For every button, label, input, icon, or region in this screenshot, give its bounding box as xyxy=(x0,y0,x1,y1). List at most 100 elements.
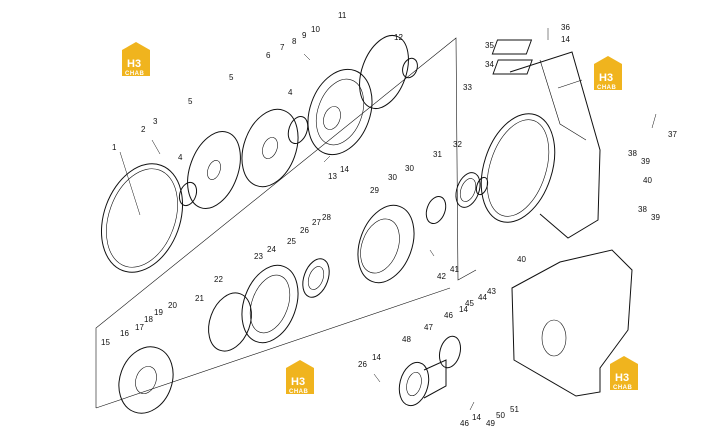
part-34-plate xyxy=(492,59,533,75)
rear-housing xyxy=(511,249,633,397)
callout-11: 11 xyxy=(338,11,347,20)
callout-38b: 38 xyxy=(638,205,647,214)
callout-41: 41 xyxy=(450,265,459,274)
part-32-ring xyxy=(475,176,489,196)
callout-5a: 5 xyxy=(188,97,193,106)
callout-28: 28 xyxy=(322,213,331,222)
callout-15: 15 xyxy=(101,338,110,347)
callout-12: 12 xyxy=(394,33,403,42)
part-35-plate xyxy=(491,39,533,55)
callout-9: 9 xyxy=(302,31,307,40)
callout-33: 33 xyxy=(463,83,472,92)
part-23-turbine xyxy=(241,264,299,344)
callout-14a: 14 xyxy=(340,165,349,174)
svg-text:CHAB: CHAB xyxy=(597,85,616,91)
callout-8: 8 xyxy=(292,37,297,46)
part-29-pump xyxy=(357,204,415,284)
callout-4b: 4 xyxy=(288,88,293,97)
callout-20: 20 xyxy=(168,301,177,310)
callout-38a: 38 xyxy=(628,149,637,158)
part-4-hub xyxy=(178,115,309,207)
part-33-housing xyxy=(480,51,601,239)
callout-6: 6 xyxy=(266,51,271,60)
callout-5b: 5 xyxy=(229,73,234,82)
callout-50: 50 xyxy=(496,411,505,420)
callout-39a: 39 xyxy=(641,157,650,166)
callout-44: 44 xyxy=(478,293,487,302)
svg-text:CHAB: CHAB xyxy=(613,385,632,391)
callout-21: 21 xyxy=(195,294,204,303)
callout-32: 32 xyxy=(453,140,462,149)
callout-47: 47 xyxy=(424,323,433,332)
callout-39b: 39 xyxy=(651,213,660,222)
brand-logo-bottom-left: H3 CHAB xyxy=(286,360,314,395)
callout-31: 31 xyxy=(433,150,442,159)
rear-bore xyxy=(541,319,567,357)
callout-10: 10 xyxy=(311,25,320,34)
brand-logo-top-left: H3 CHAB xyxy=(122,42,150,77)
assembly-frame xyxy=(95,37,477,408)
callout-1: 1 xyxy=(112,143,117,152)
frame-link xyxy=(95,287,451,409)
callout-4a: 4 xyxy=(178,153,183,162)
callout-14b: 14 xyxy=(561,35,570,44)
part-48-shaft xyxy=(398,359,447,407)
callout-labels: 1 2 3 4 4 5 5 6 7 8 9 10 11 12 13 14 14 … xyxy=(101,11,677,428)
callout-14e: 14 xyxy=(472,413,481,422)
part-10-disc xyxy=(307,68,373,156)
callout-26a: 26 xyxy=(300,226,309,235)
callout-14c: 14 xyxy=(459,305,468,314)
callout-46b: 46 xyxy=(460,419,469,428)
callout-29: 29 xyxy=(370,186,379,195)
part-11-oring xyxy=(359,35,409,109)
callout-7: 7 xyxy=(280,43,285,52)
svg-text:H3: H3 xyxy=(127,58,141,70)
part-22-disc xyxy=(208,292,252,352)
svg-text:CHAB: CHAB xyxy=(289,389,308,395)
callout-40b: 40 xyxy=(517,255,526,264)
callout-23: 23 xyxy=(254,252,263,261)
svg-text:H3: H3 xyxy=(615,372,629,384)
callout-13: 13 xyxy=(328,172,337,181)
callout-46a: 46 xyxy=(444,311,453,320)
svg-text:H3: H3 xyxy=(291,376,305,388)
callout-17: 17 xyxy=(135,323,144,332)
callout-42: 42 xyxy=(437,272,446,281)
callout-18: 18 xyxy=(144,315,153,324)
callout-45: 45 xyxy=(465,299,474,308)
callout-36: 36 xyxy=(561,23,570,32)
callout-14d: 14 xyxy=(372,353,381,362)
callout-51: 51 xyxy=(510,405,519,414)
callout-27: 27 xyxy=(312,218,321,227)
callout-34: 34 xyxy=(485,60,494,69)
callout-19: 19 xyxy=(154,308,163,317)
part-15-cover xyxy=(118,346,174,414)
callout-2: 2 xyxy=(141,125,146,134)
callout-3: 3 xyxy=(153,117,158,126)
callout-48: 48 xyxy=(402,335,411,344)
callout-35: 35 xyxy=(485,41,494,50)
fastener-leads xyxy=(151,28,657,411)
part-25-stator xyxy=(302,258,330,298)
callout-37: 37 xyxy=(668,130,677,139)
callout-16: 16 xyxy=(120,329,129,338)
callout-22: 22 xyxy=(214,275,223,284)
svg-text:CHAB: CHAB xyxy=(125,71,144,77)
brand-logo-bottom-right: H3 CHAB xyxy=(610,356,638,391)
part-30-bearing xyxy=(425,195,447,225)
callout-24: 24 xyxy=(267,245,276,254)
part-1-gasket xyxy=(100,151,184,273)
part-5-flexplate xyxy=(187,108,299,209)
callout-25: 25 xyxy=(287,237,296,246)
callout-40a: 40 xyxy=(643,176,652,185)
callout-30b: 30 xyxy=(405,164,414,173)
callout-26b: 26 xyxy=(358,360,367,369)
part-31-gear xyxy=(455,172,481,208)
part-47-oring xyxy=(438,335,462,369)
brand-logo-top-right: H3 CHAB xyxy=(594,56,622,91)
part-12-seal xyxy=(402,57,418,79)
callout-30a: 30 xyxy=(388,173,397,182)
callout-43: 43 xyxy=(487,287,496,296)
svg-text:H3: H3 xyxy=(599,72,613,84)
